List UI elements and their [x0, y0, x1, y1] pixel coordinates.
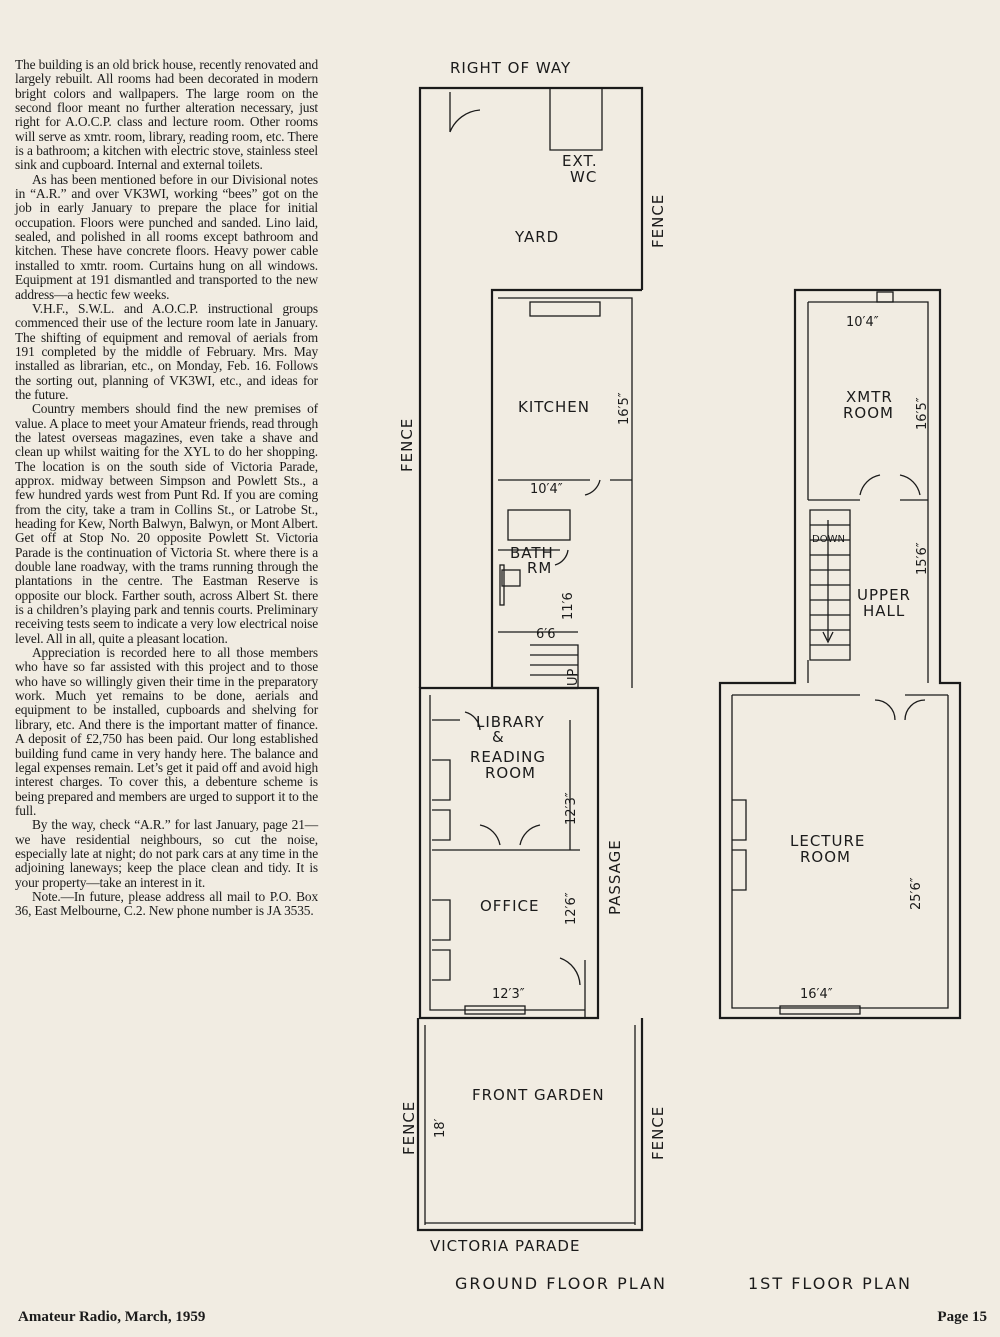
page-number: Page 15: [937, 1309, 987, 1325]
xmtr-width: 10′4″: [846, 315, 879, 330]
stairs-down-label: DOWN: [812, 534, 845, 545]
garden-dimension: 18′: [433, 1118, 448, 1138]
kitchen-width: 10′4″: [530, 482, 563, 497]
ext-wc-label-1: EXT.: [562, 152, 598, 170]
kitchen-label: KITCHEN: [518, 398, 590, 416]
bath-label-2: RM: [527, 559, 552, 577]
paragraph-2: As has been mentioned before in our Divi…: [15, 171, 318, 302]
front-garden-label: FRONT GARDEN: [472, 1086, 605, 1104]
xmtr-length: 16′5″: [915, 397, 930, 430]
office-label: OFFICE: [480, 897, 539, 915]
fence-label-garden-right: FENCE: [649, 1106, 667, 1160]
lecture-width: 16′4″: [800, 987, 833, 1002]
first-floor-title: 1ST FLOOR PLAN: [748, 1274, 912, 1293]
stairs-up-label: UP: [566, 668, 581, 686]
fence-label-yard: FENCE: [649, 194, 667, 248]
xmtr-label-2: ROOM: [843, 404, 894, 422]
paragraph-3: V.H.F., S.W.L. and A.O.C.P. instructiona…: [15, 300, 318, 402]
library-label-3: READING: [470, 748, 546, 766]
hall-label-1: UPPER: [857, 586, 911, 604]
library-label-2: &: [492, 728, 505, 746]
first-floor-plan: 10′4″ XMTR ROOM 16′5″ DOWN 15′6″ UPPER H…: [718, 288, 962, 1293]
fence-label-garden-left: FENCE: [400, 1101, 418, 1155]
office-width: 12′3″: [492, 987, 525, 1002]
article-text: The building is an old brick house, rece…: [15, 57, 318, 919]
lecture-label-2: ROOM: [800, 848, 851, 866]
bath-width: 6′6: [536, 627, 556, 642]
kitchen-length: 16′5″: [617, 392, 632, 425]
paragraph-4: Country members should find the new prem…: [15, 401, 318, 646]
paragraph-7: Note.—In future, please address all mail…: [15, 888, 318, 919]
library-label-1: LIBRARY: [476, 713, 545, 731]
office-dimension: 12′6″: [564, 892, 579, 925]
paragraph-6: By the way, check “A.R.” for last Januar…: [15, 817, 318, 890]
paragraph-5: Appreciation is recorded here to all tho…: [15, 645, 318, 818]
street-label: VICTORIA PARADE: [430, 1237, 580, 1255]
floor-plans: RIGHT OF WAY EXT. WC YARD FENCE FENCE KI…: [398, 59, 962, 1293]
library-label-4: ROOM: [485, 764, 536, 782]
ground-floor-plan: RIGHT OF WAY EXT. WC YARD FENCE FENCE KI…: [398, 59, 667, 1293]
publication-footer: Amateur Radio, March, 1959: [18, 1309, 206, 1325]
yard-label: YARD: [514, 228, 559, 246]
bath-label-1: BATH: [510, 544, 554, 562]
ground-floor-title: GROUND FLOOR PLAN: [455, 1274, 667, 1293]
hall-label-2: HALL: [863, 602, 905, 620]
passage-label: PASSAGE: [606, 839, 624, 915]
right-of-way-label: RIGHT OF WAY: [450, 59, 571, 77]
lecture-length: 25′6″: [909, 877, 924, 910]
paragraph-1: The building is an old brick house, rece…: [15, 57, 318, 173]
ext-wc-label-2: WC: [570, 168, 597, 186]
lecture-label-1: LECTURE: [790, 832, 865, 850]
library-dimension: 12′3″: [564, 792, 579, 825]
fence-label-left: FENCE: [398, 418, 416, 472]
hall-dimension: 15′6″: [915, 542, 930, 575]
bath-dimension: 11′6: [561, 592, 576, 620]
xmtr-label-1: XMTR: [846, 388, 893, 406]
